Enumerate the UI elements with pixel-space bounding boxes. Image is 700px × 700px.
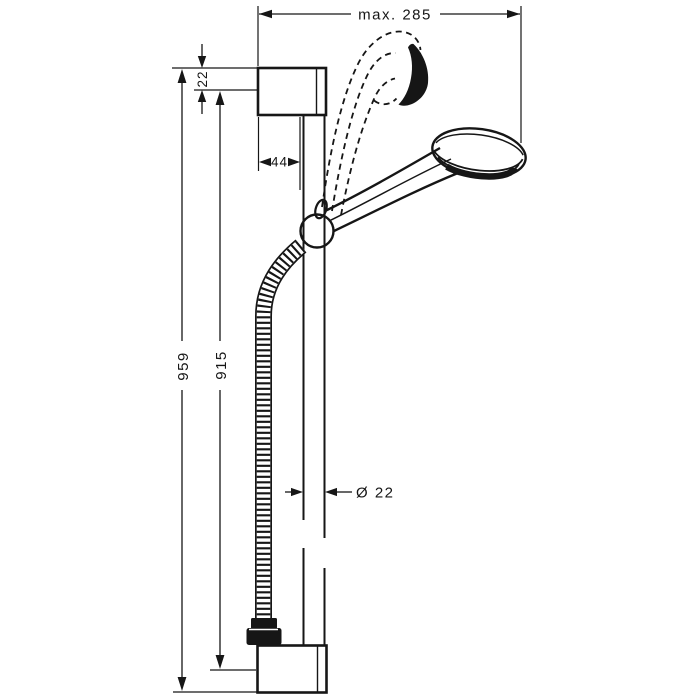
hand-shower <box>324 127 527 233</box>
arrowhead-right-icon <box>288 157 300 167</box>
dim-bar-length: 915 <box>210 91 256 671</box>
dim-bar-length-label: 915 <box>213 350 230 380</box>
slider-release-lever <box>314 198 328 220</box>
top-wall-bracket <box>256 66 328 117</box>
arrowhead-down-icon <box>197 56 207 68</box>
arrowhead-up-icon <box>197 90 207 102</box>
hose-connector <box>246 628 282 645</box>
dim-bar-diameter-label: Ø 22 <box>356 485 395 502</box>
hose-nut <box>251 618 277 629</box>
arrowhead-right-icon <box>507 9 520 19</box>
dim-max-width-label: max. 285 <box>358 7 432 24</box>
arrowhead-left-icon <box>325 487 337 497</box>
dim-holder-offset: 44 <box>257 117 301 190</box>
dim-overall-height: 959 <box>173 69 257 693</box>
slide-bar <box>302 115 326 645</box>
bottom-wall-bracket <box>256 644 328 694</box>
dim-max-width: max. 285 <box>257 6 522 143</box>
arrowhead-right-icon <box>291 487 303 497</box>
wall-brackets <box>256 66 328 694</box>
slider-body <box>299 213 335 249</box>
handle-middle-line <box>328 158 452 222</box>
dashed-spray-face <box>398 43 429 106</box>
arrowhead-up-icon <box>215 91 225 105</box>
shower-head <box>431 127 527 180</box>
handle-bottom-edge <box>333 171 459 233</box>
slider-holder <box>299 198 335 249</box>
dim-holder-offset-label: 44 <box>271 155 288 170</box>
dashed-inner-edge <box>340 77 396 216</box>
spray-face <box>445 163 518 180</box>
head-top-rim <box>435 133 524 156</box>
face-rim-1 <box>433 150 524 172</box>
dim-top-offset-label: 22 <box>195 70 210 87</box>
dim-overall-height-label: 959 <box>175 351 192 381</box>
dim-top-offset: 22 <box>172 44 257 114</box>
dashed-head-bottom <box>373 97 398 106</box>
hose-corrugation <box>256 240 306 620</box>
arrowhead-up-icon <box>177 69 187 83</box>
arrowhead-down-icon <box>177 677 187 691</box>
arrowhead-left-icon <box>259 9 272 19</box>
dashed-middle-edge <box>331 52 396 212</box>
dashed-outer-edge <box>321 30 422 208</box>
arrowhead-left-icon <box>259 157 271 167</box>
dim-bar-diameter: Ø 22 <box>285 485 395 502</box>
arrowhead-down-icon <box>215 655 225 669</box>
handle-top-edge <box>324 146 441 213</box>
hose-body <box>256 240 306 620</box>
hand-shower-dashed-position <box>321 30 429 216</box>
shower-hose <box>246 239 307 645</box>
